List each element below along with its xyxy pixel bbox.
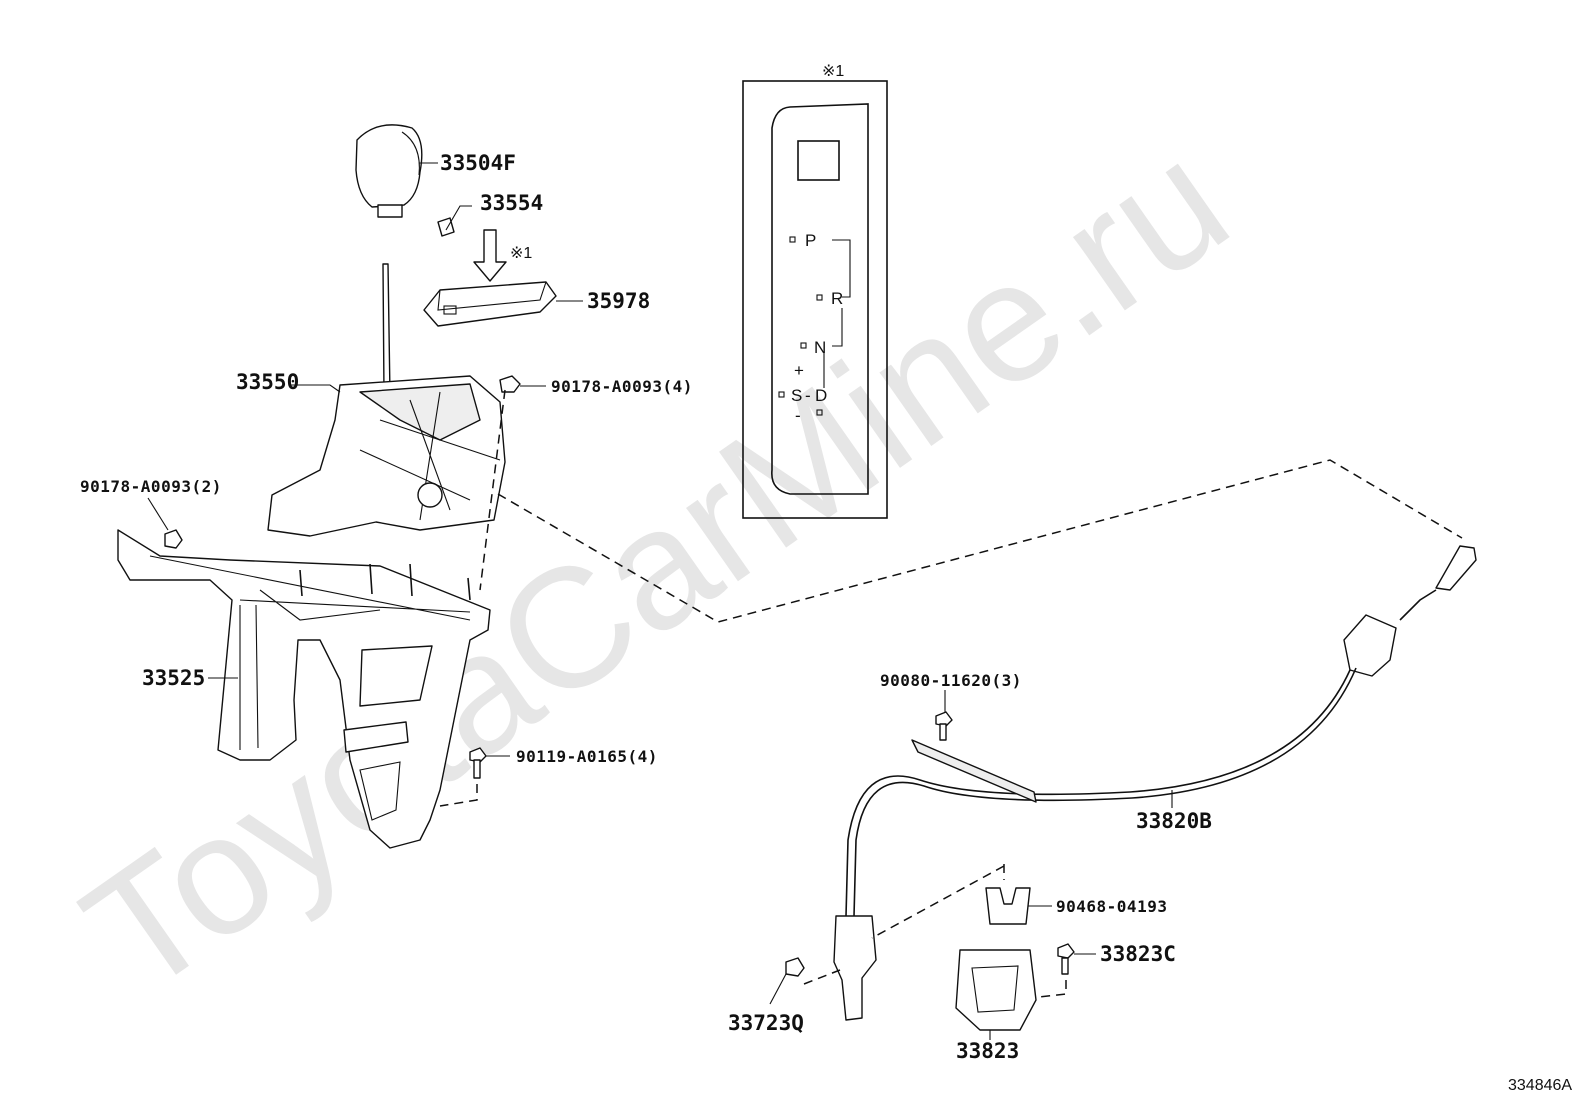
label-33823: 33823 <box>956 1039 1019 1063</box>
gate-dot-p <box>789 236 796 243</box>
gate-window <box>797 140 840 181</box>
clip-retainer <box>871 864 1052 939</box>
inset-note-marker: ※1 <box>822 63 844 80</box>
svg-text:-: - <box>805 386 811 405</box>
label-33820B: 33820B <box>1136 809 1212 833</box>
gate-plate <box>771 103 869 495</box>
gate-dot-d <box>816 409 823 416</box>
label-35978: 35978 <box>587 289 650 313</box>
gate-label-p: P <box>805 231 816 250</box>
label-33525: 33525 <box>142 666 205 690</box>
gate-path <box>823 239 851 388</box>
clip-33554 <box>437 205 472 237</box>
bolt-33823C <box>1011 943 1096 1001</box>
bolt-bracket <box>439 747 510 807</box>
label-33554: 33554 <box>480 191 543 215</box>
label-90178-A0093-4: 90178-A0093(4) <box>551 377 693 396</box>
label-90119-A0165-4: 90119-A0165(4) <box>516 747 658 766</box>
label-33550: 33550 <box>236 370 299 394</box>
shift-knob <box>355 124 438 218</box>
gate-label-minus: - <box>795 406 801 425</box>
shift-lever-assembly <box>267 263 506 537</box>
gate-dot-n <box>800 342 807 349</box>
note-marker: ※1 <box>510 245 532 262</box>
dash-nut-to-bracket <box>479 389 506 591</box>
label-90080-11620-3: 90080-11620(3) <box>880 671 1022 690</box>
shift-bracket <box>117 529 491 849</box>
indicator-cover <box>423 281 583 327</box>
gate-dot-s <box>778 391 785 398</box>
nut-top <box>499 375 546 393</box>
install-arrow <box>473 229 507 282</box>
gate-label-d: D <box>815 386 827 405</box>
gate-label-r: R <box>831 289 843 308</box>
gate-label-plus: + <box>794 361 804 380</box>
inset-frame <box>742 80 888 519</box>
label-33723Q: 33723Q <box>728 1011 804 1035</box>
label-90468-04193: 90468-04193 <box>1056 897 1167 916</box>
gate-inset: ※1 P R N + S - D - <box>742 63 888 519</box>
gate-label-s: S <box>791 386 802 405</box>
bolt-cable <box>935 690 953 741</box>
shift-cable <box>833 545 1477 1021</box>
label-90178-A0093-2: 90178-A0093(2) <box>80 477 222 496</box>
nut-33723Q <box>769 957 841 1005</box>
gate-dot-r <box>816 294 823 301</box>
label-33504F: 33504F <box>440 151 516 175</box>
diagram-id: 334846A <box>1508 1077 1572 1094</box>
nut-left <box>147 497 183 549</box>
dash-lever-to-cable <box>497 459 1463 623</box>
label-33823C: 33823C <box>1100 942 1176 966</box>
gate-label-n: N <box>814 338 826 357</box>
cable-bracket <box>955 949 1037 1040</box>
